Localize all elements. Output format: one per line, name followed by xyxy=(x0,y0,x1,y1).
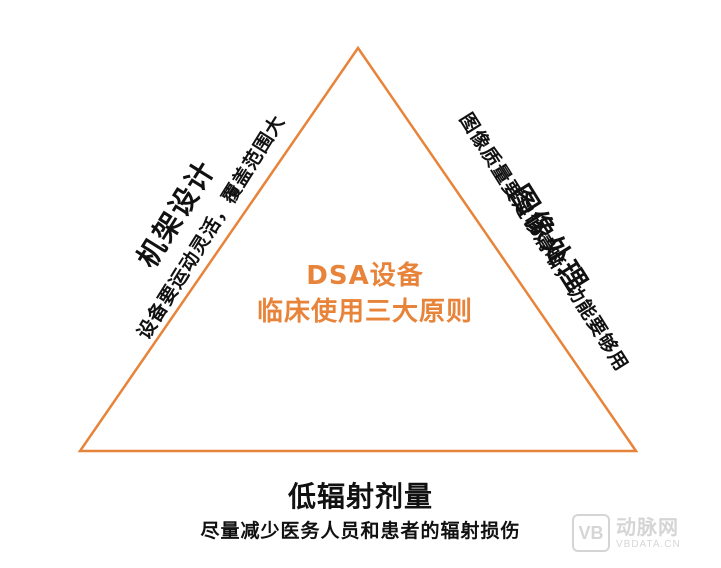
watermark-cn: 动脉网 xyxy=(616,514,679,539)
watermark: VB 动脉网 VBDATA.CN xyxy=(572,514,681,552)
bottom-principle-subtitle: 尽量减少医务人员和患者的辐射损伤 xyxy=(200,520,521,542)
bottom-principle-title: 低辐射剂量 xyxy=(287,480,433,513)
watermark-logo-icon: VB xyxy=(572,514,610,552)
center-title: DSA设备 临床使用三大原则 xyxy=(200,258,530,330)
center-title-line1: DSA设备 xyxy=(306,261,424,291)
watermark-en: VBDATA.CN xyxy=(616,538,681,550)
center-title-line2: 临床使用三大原则 xyxy=(256,297,473,327)
